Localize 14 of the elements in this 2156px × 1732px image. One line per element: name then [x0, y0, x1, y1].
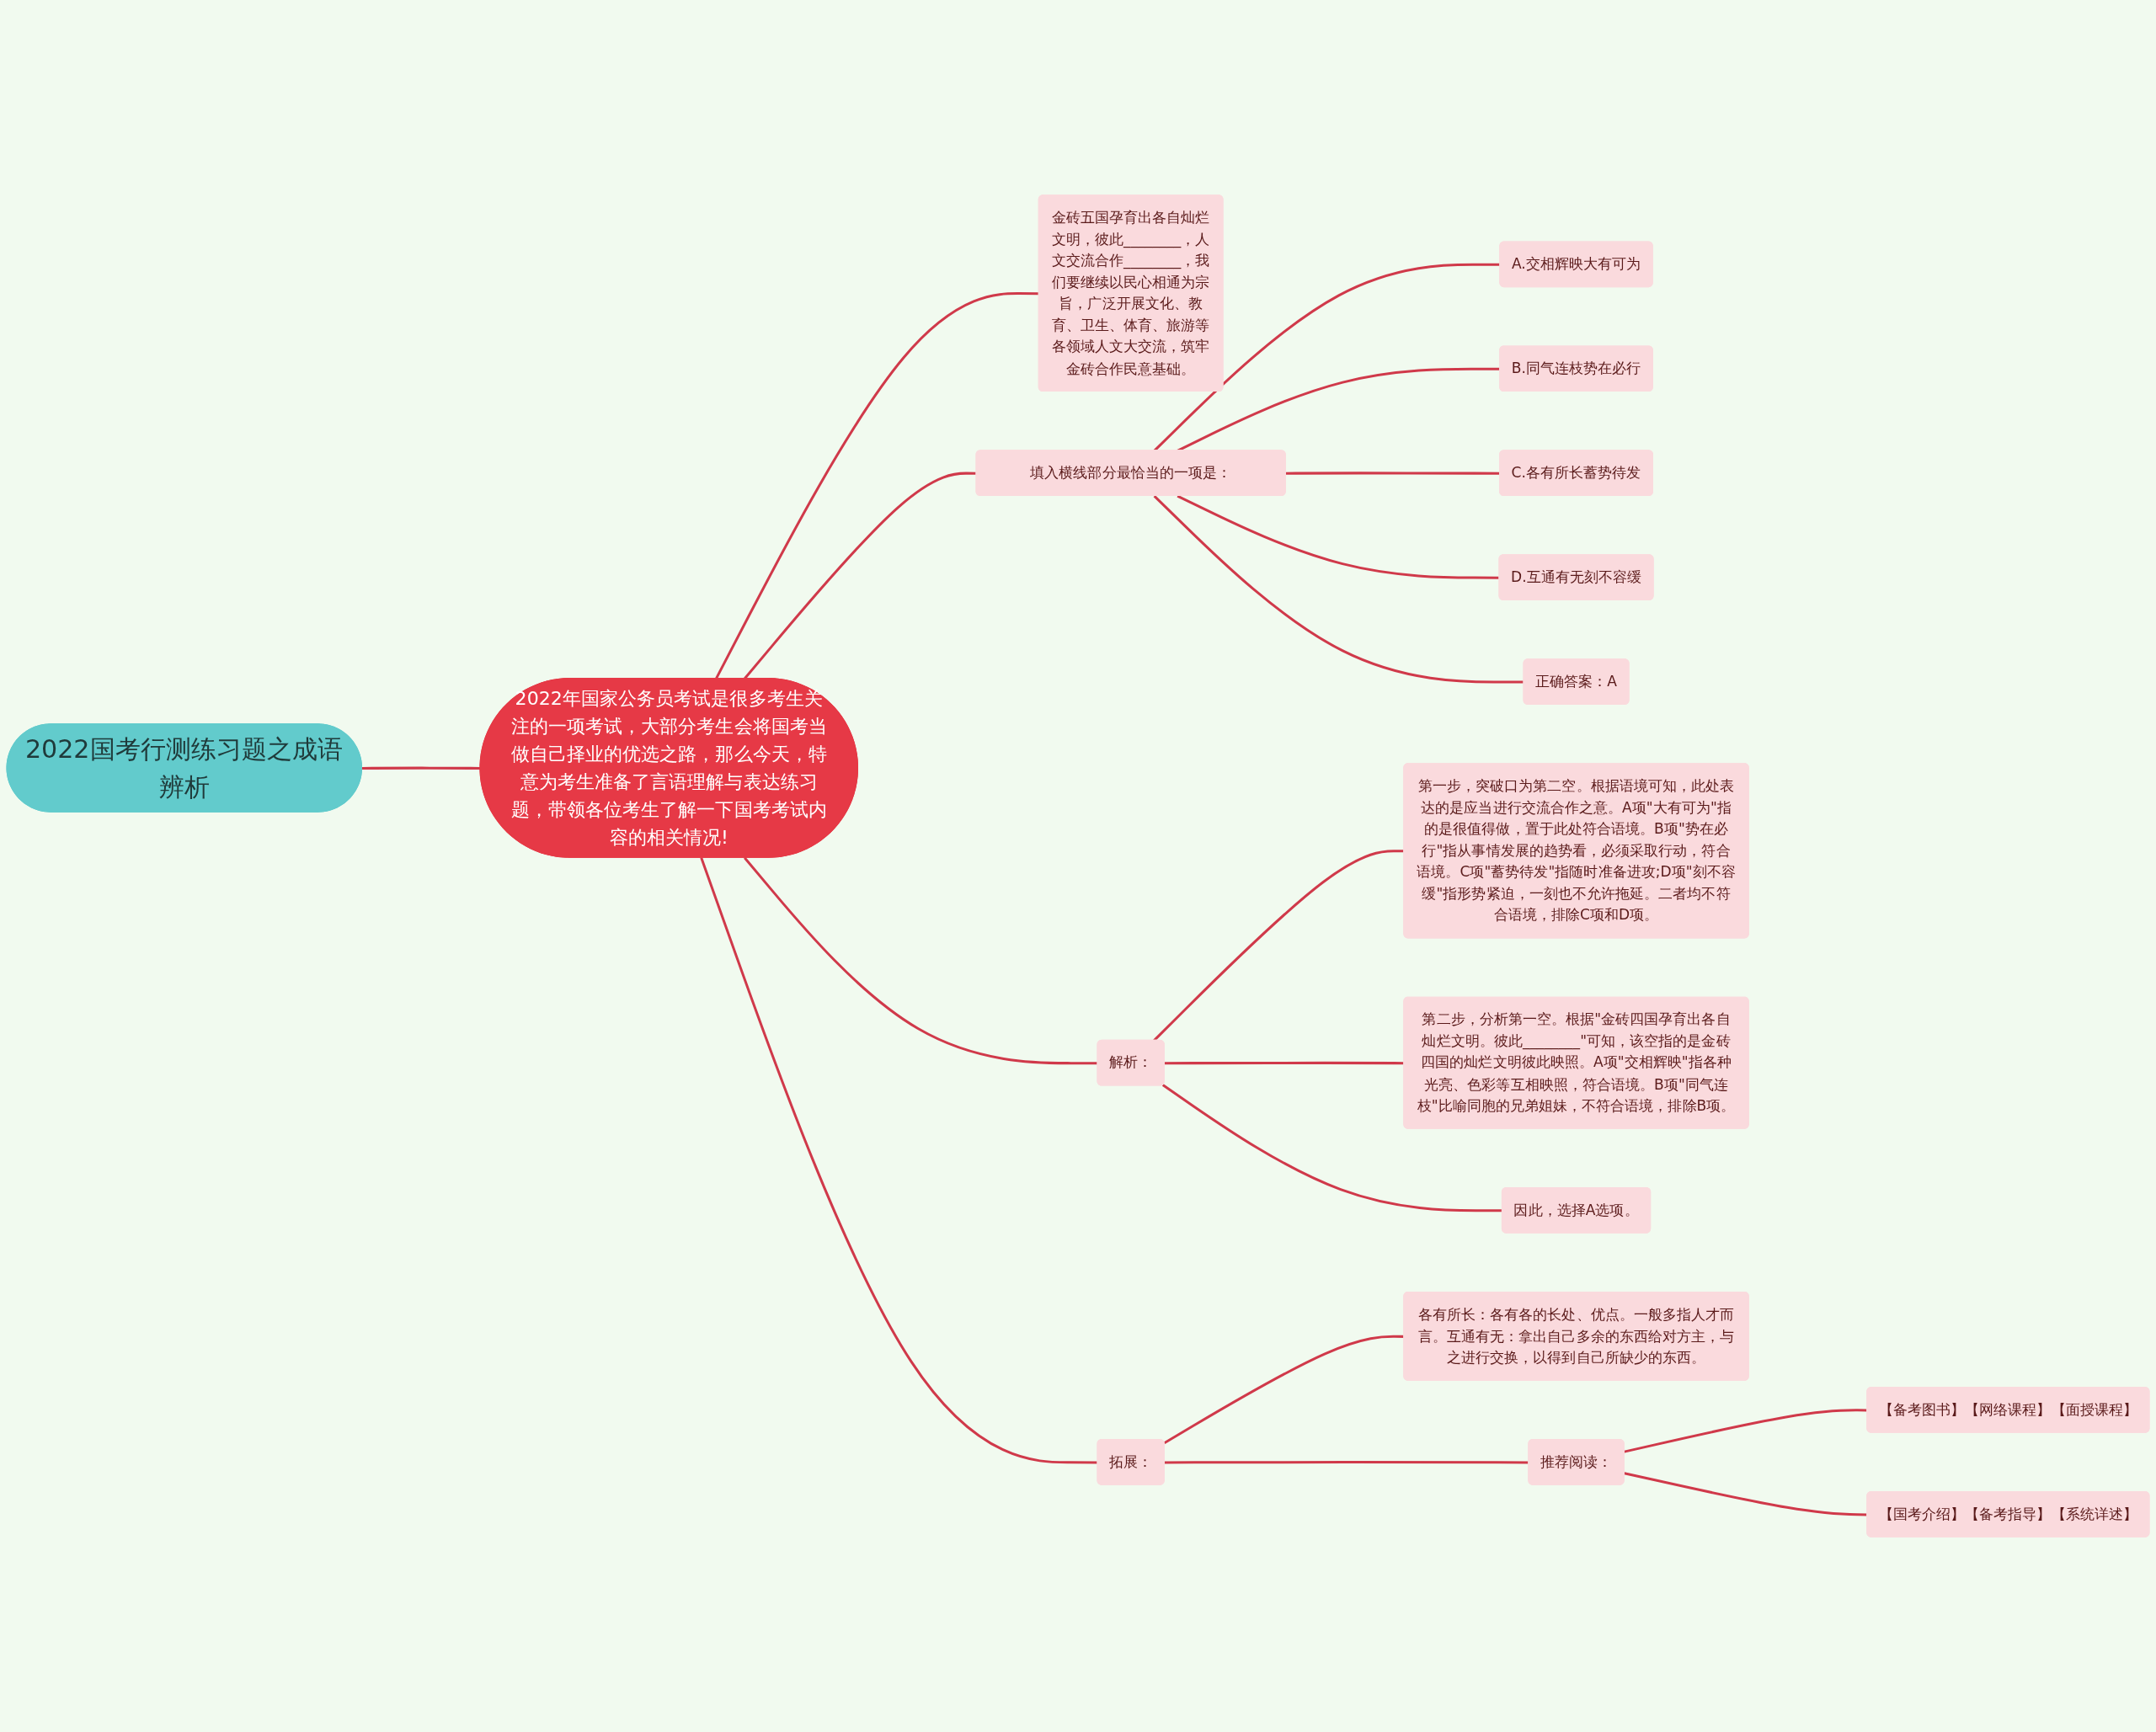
connector [1624, 1472, 1868, 1516]
connector [1163, 1335, 1405, 1444]
connector [1164, 1061, 1405, 1065]
connector [1161, 1084, 1502, 1212]
connector [1624, 1409, 1868, 1453]
connector [1164, 1461, 1529, 1464]
connector [744, 856, 1098, 1065]
connector [1153, 850, 1405, 1042]
connector [1177, 494, 1500, 579]
connector [700, 857, 1098, 1464]
connector [714, 292, 1039, 679]
connector [1285, 472, 1501, 475]
connector [361, 766, 481, 770]
connector [1153, 494, 1524, 684]
